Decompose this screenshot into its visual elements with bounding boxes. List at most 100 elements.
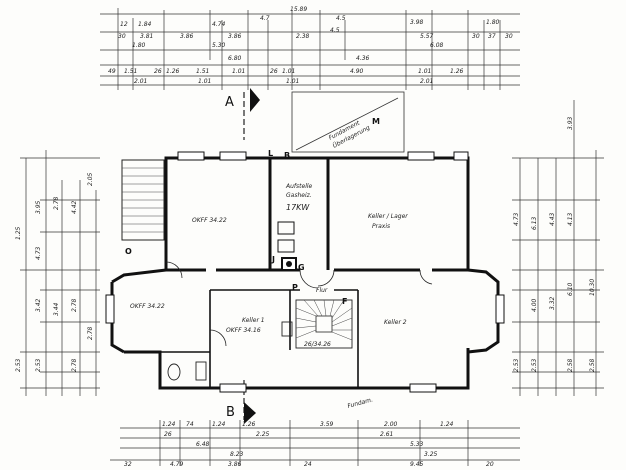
dimension-label: 2.53 bbox=[513, 358, 520, 372]
top-dim: 3.86 bbox=[228, 33, 242, 40]
svg-text:B: B bbox=[226, 405, 235, 420]
dimension-label: 74 bbox=[186, 421, 194, 428]
dimension-label: 4.00 bbox=[531, 298, 538, 312]
dimension-label: 4.73 bbox=[35, 246, 42, 260]
top-dim: 5.57 bbox=[420, 33, 434, 40]
dimension-label: 3.25 bbox=[424, 451, 438, 458]
top-dim: 1.80 bbox=[486, 19, 500, 26]
dimension-label: 2.00 bbox=[384, 421, 398, 428]
door-swings bbox=[165, 261, 433, 347]
top-dim: 4.5 bbox=[330, 27, 340, 34]
top-dim: 2.38 bbox=[296, 33, 310, 40]
dimension-label: 1.26 bbox=[242, 421, 256, 428]
top-dim: 37 bbox=[488, 33, 496, 40]
top-dim: 4.36 bbox=[356, 55, 370, 62]
windows bbox=[105, 151, 505, 393]
letter-l: L bbox=[268, 149, 273, 158]
letter-o: O bbox=[125, 247, 132, 256]
top-dim: 12 bbox=[120, 21, 128, 28]
dimension-label: 2.78 bbox=[87, 326, 94, 340]
top-dim: 26 bbox=[154, 68, 162, 75]
dimension-label: 32 bbox=[124, 461, 132, 468]
dimension-label: 6.10 bbox=[567, 282, 574, 296]
dimension-label: 1.25 bbox=[15, 226, 22, 240]
dimension-label: 4.79 bbox=[170, 461, 184, 468]
top-dim: 1.51 bbox=[124, 68, 137, 75]
svg-text:A: A bbox=[225, 95, 234, 110]
dimension-label: 24 bbox=[304, 461, 312, 468]
dimension-label: 9.45 bbox=[410, 461, 424, 468]
dimension-label: 6.48 bbox=[196, 441, 210, 448]
dimension-label: 3.95 bbox=[35, 200, 42, 214]
left-dimension-chains: 1.25 3.95 4.73 2.78 4.42 2.05 3.44 2.78 … bbox=[15, 150, 100, 396]
dimension-label: 4.73 bbox=[513, 212, 520, 226]
dimension-label: 2.78 bbox=[71, 298, 78, 312]
okff-left-label: OKFF 34.22 bbox=[130, 303, 165, 310]
letter-f: F bbox=[342, 297, 347, 306]
top-dim: 4.7 bbox=[260, 15, 270, 22]
heating-equipment: J G bbox=[271, 221, 305, 272]
dimension-label: 10.30 bbox=[589, 279, 596, 296]
top-dim: 49 bbox=[108, 68, 116, 75]
dimension-label: 2.05 bbox=[87, 172, 94, 186]
top-dim: 5.30 bbox=[212, 42, 226, 49]
top-dim: 1.51 bbox=[196, 68, 209, 75]
building-walls bbox=[110, 156, 500, 390]
top-total-dim: 15.89 bbox=[290, 6, 307, 13]
okff-keller1-label: OKFF 34.16 bbox=[226, 327, 261, 334]
top-dim: 30 bbox=[505, 33, 513, 40]
letter-p: P bbox=[292, 283, 298, 292]
top-dim: 3.86 bbox=[180, 33, 194, 40]
letter-m: M bbox=[372, 117, 380, 126]
foundation-outline: Fundament Überlagerung M bbox=[291, 91, 405, 153]
dimension-label: 3.59 bbox=[320, 421, 334, 428]
dimension-label: 2.78 bbox=[71, 358, 78, 372]
letter-b: B bbox=[284, 151, 290, 160]
dimension-label: 2.25 bbox=[256, 431, 270, 438]
keller-lager-label: Keller / Lager bbox=[368, 213, 408, 220]
top-dim: 4.74 bbox=[212, 21, 226, 28]
top-dim: 1.01 bbox=[282, 68, 295, 75]
stair-label: 26/34.26 bbox=[304, 341, 331, 348]
top-dim: 6.80 bbox=[228, 55, 242, 62]
flur-label: Flur bbox=[316, 287, 328, 294]
top-dim: 1.84 bbox=[138, 21, 152, 28]
top-dimension-chains: 15.89 12 1.84 4.74 4.7 4.5 3.98 1.80 30 … bbox=[100, 6, 520, 90]
fundament-bottom-label: Fundam. bbox=[347, 396, 374, 410]
top-dim: 4.5 bbox=[336, 15, 346, 22]
dimension-label: 2.53 bbox=[35, 358, 42, 372]
wc-fixtures bbox=[167, 321, 293, 381]
top-dim: 1.80 bbox=[132, 42, 146, 49]
anlage-title: Aufstelle bbox=[285, 183, 313, 190]
dimension-label: 3.42 bbox=[35, 298, 42, 312]
dimension-label: 4.42 bbox=[71, 200, 78, 214]
dimension-label: 4.43 bbox=[549, 212, 556, 226]
oil-room-label: OKFF 34.22 bbox=[192, 217, 227, 224]
top-dim: 6.08 bbox=[430, 42, 444, 49]
top-dim: 30 bbox=[118, 33, 126, 40]
dimension-label: 3.93 bbox=[567, 116, 574, 130]
keller2-label: Keller 2 bbox=[384, 319, 407, 326]
dimension-label: 3.44 bbox=[53, 302, 60, 316]
section-mark-b: B bbox=[226, 380, 256, 424]
right-dimension-chains: 3.93 4.73 6.13 4.43 4.13 10.30 6.10 3.32… bbox=[512, 100, 604, 396]
top-dim: 26 bbox=[270, 68, 278, 75]
praxis-label: Praxis bbox=[372, 223, 390, 230]
dimension-label: 1.24 bbox=[162, 421, 176, 428]
top-dim: 2.01 bbox=[134, 78, 147, 85]
top-dim: 1.01 bbox=[418, 68, 431, 75]
dimension-label: 20 bbox=[486, 461, 494, 468]
dimension-label: 3.86 bbox=[228, 461, 242, 468]
bottom-dimension-chains: 1.24 74 1.24 1.26 3.59 2.00 1.24 26 2.25… bbox=[110, 420, 520, 468]
top-dim: 1.01 bbox=[286, 78, 299, 85]
dimension-label: 1.24 bbox=[212, 421, 226, 428]
outdoor-stair: O bbox=[121, 159, 165, 256]
dimension-label: 2.53 bbox=[531, 358, 538, 372]
dimension-label: 1.24 bbox=[440, 421, 454, 428]
keller1-label: Keller 1 bbox=[242, 317, 265, 324]
letter-j: J bbox=[271, 255, 275, 264]
dimension-label: 2.58 bbox=[567, 358, 574, 372]
top-dim: 1.26 bbox=[166, 68, 180, 75]
